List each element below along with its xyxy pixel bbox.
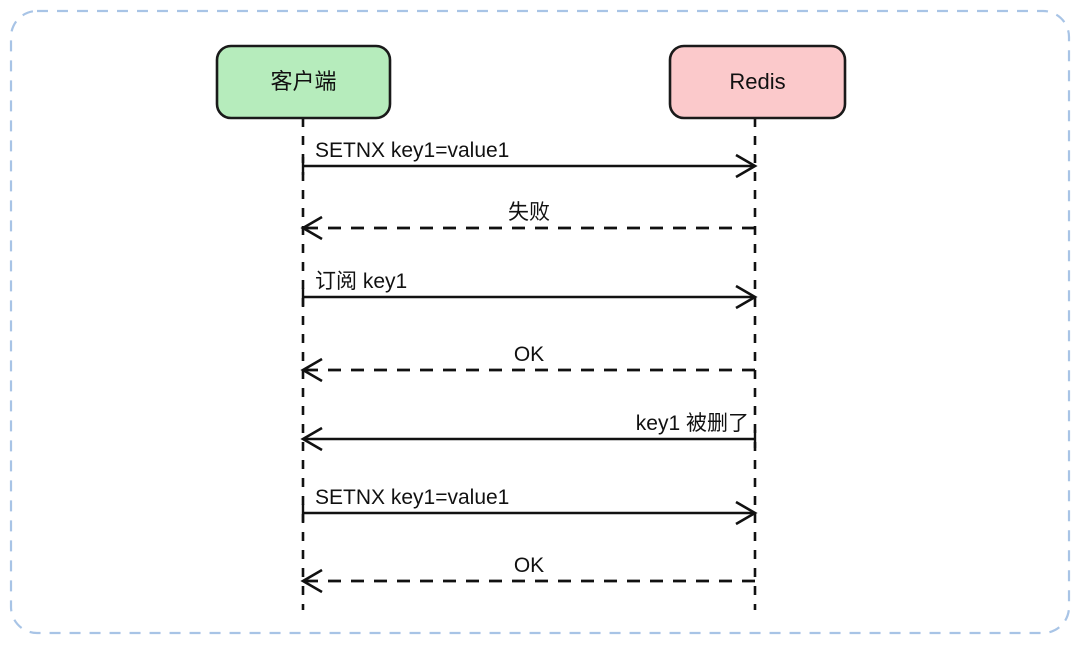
message-arrowhead-5 <box>300 426 323 452</box>
message-label-3: 订阅 key1 <box>315 270 407 293</box>
message-arrowhead-6 <box>735 500 758 526</box>
message-label-4: OK <box>514 343 544 366</box>
participant-redis[interactable]: Redis <box>668 44 847 120</box>
participants-group: 客户端 Redis <box>215 44 847 120</box>
participant-label-redis: Redis <box>729 69 785 94</box>
participant-label-client: 客户端 <box>270 69 336 94</box>
message-label-1: SETNX key1=value1 <box>315 139 509 162</box>
message-label-6: SETNX key1=value1 <box>315 486 509 509</box>
message-arrowhead-1 <box>735 153 758 179</box>
message-label-2: 失败 <box>508 201 550 224</box>
message-arrowhead-2 <box>300 215 323 241</box>
message-5[interactable]: key1 被删了 <box>300 412 757 452</box>
message-label-5: key1 被删了 <box>636 412 749 435</box>
message-arrowhead-3 <box>735 284 758 310</box>
message-6[interactable]: SETNX key1=value1 <box>301 486 758 526</box>
message-4[interactable]: OK <box>300 343 755 383</box>
message-3[interactable]: 订阅 key1 <box>301 270 758 310</box>
message-2[interactable]: 失败 <box>300 201 755 241</box>
participant-box-redis <box>668 44 847 120</box>
message-arrowhead-4 <box>300 357 323 383</box>
participant-client[interactable]: 客户端 <box>215 44 392 120</box>
outer-dashed-frame <box>9 9 1071 635</box>
message-arrowhead-7 <box>300 568 323 594</box>
message-label-7: OK <box>514 554 544 577</box>
participant-box-client <box>215 44 392 120</box>
message-7[interactable]: OK <box>300 554 755 594</box>
message-1[interactable]: SETNX key1=value1 <box>301 139 758 179</box>
